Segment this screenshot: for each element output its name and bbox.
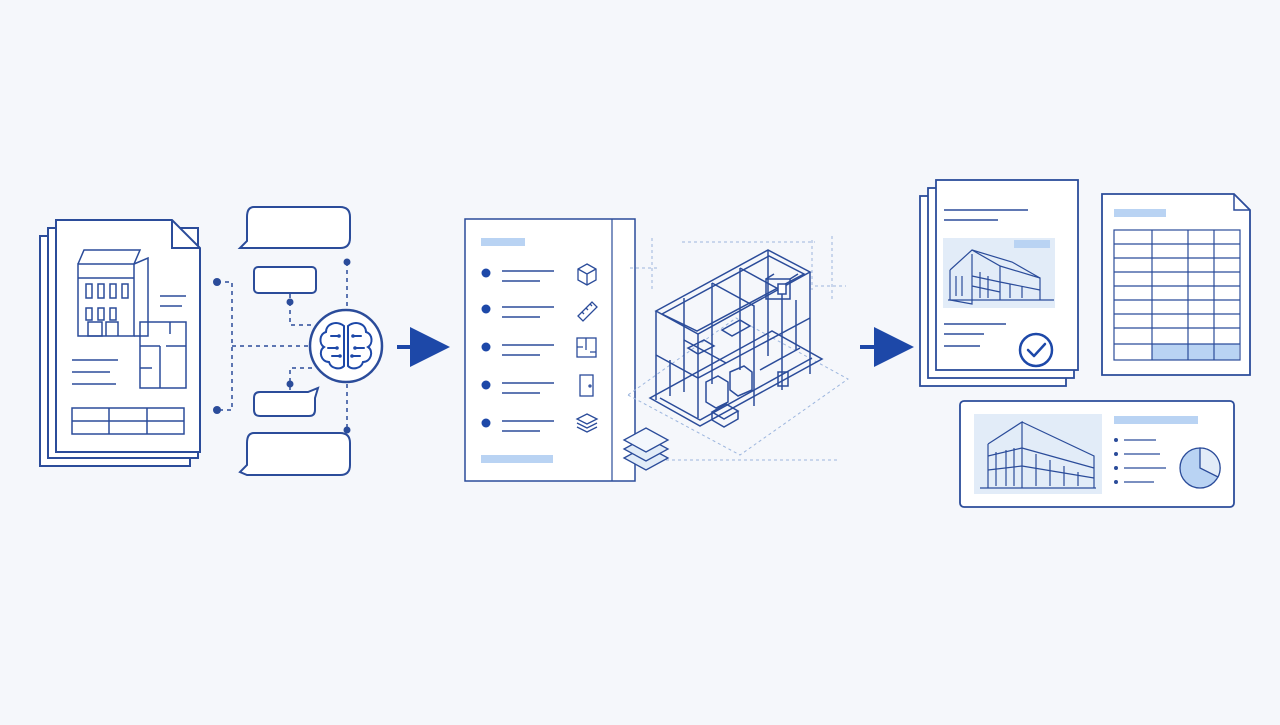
- table-icon: [71, 407, 185, 435]
- input-document-stack: [39, 219, 201, 467]
- spreadsheet-icon: [1101, 193, 1251, 376]
- ruler-icon: [577, 301, 598, 322]
- speech-bubble-small: [253, 386, 320, 417]
- building-perspective-icon: [980, 420, 1096, 489]
- building-perspective-icon: [948, 249, 1054, 305]
- report-image-panel: [943, 238, 1055, 308]
- report-tag-bar: [1014, 240, 1050, 248]
- page-fold-corner: [171, 220, 200, 249]
- building-drawing-icon: [77, 249, 149, 337]
- pie-chart-icon: [1179, 447, 1221, 489]
- text-lines: [72, 359, 118, 385]
- list-bullets: [481, 268, 491, 428]
- panel-header-bar: [481, 238, 525, 246]
- check-icon: [1018, 332, 1054, 368]
- brain-icon: [308, 308, 384, 384]
- connector-dots: [213, 258, 351, 434]
- floor-plan-icon: [576, 337, 597, 358]
- report-document-stack: [919, 179, 1079, 387]
- label-box-top: [253, 266, 317, 294]
- summary-card: [959, 400, 1235, 508]
- speech-bubble-top: [237, 206, 351, 249]
- speech-bubble-icon: [237, 206, 351, 476]
- cube-icon: [577, 263, 597, 286]
- summary-title-bar: [1114, 416, 1198, 424]
- list-lines: [502, 270, 554, 432]
- sheet-title-bar: [1114, 209, 1166, 217]
- panel-footer-bar: [481, 455, 553, 463]
- 3d-building-frame-icon: [622, 236, 849, 471]
- small-text-lines: [160, 295, 186, 307]
- projection-guides: [627, 236, 849, 461]
- sheet-total-row: [1152, 344, 1239, 360]
- layers-stack-icon: [622, 427, 670, 471]
- element-list-panel: [464, 218, 636, 482]
- sheet-grid: [1113, 229, 1241, 361]
- summary-bullets: [1114, 438, 1118, 484]
- speech-bubble-bottom: [238, 432, 351, 476]
- summary-image-panel: [974, 414, 1102, 494]
- door-icon: [579, 374, 594, 397]
- floor-plan-icon: [139, 321, 187, 389]
- layers-icon: [575, 413, 599, 433]
